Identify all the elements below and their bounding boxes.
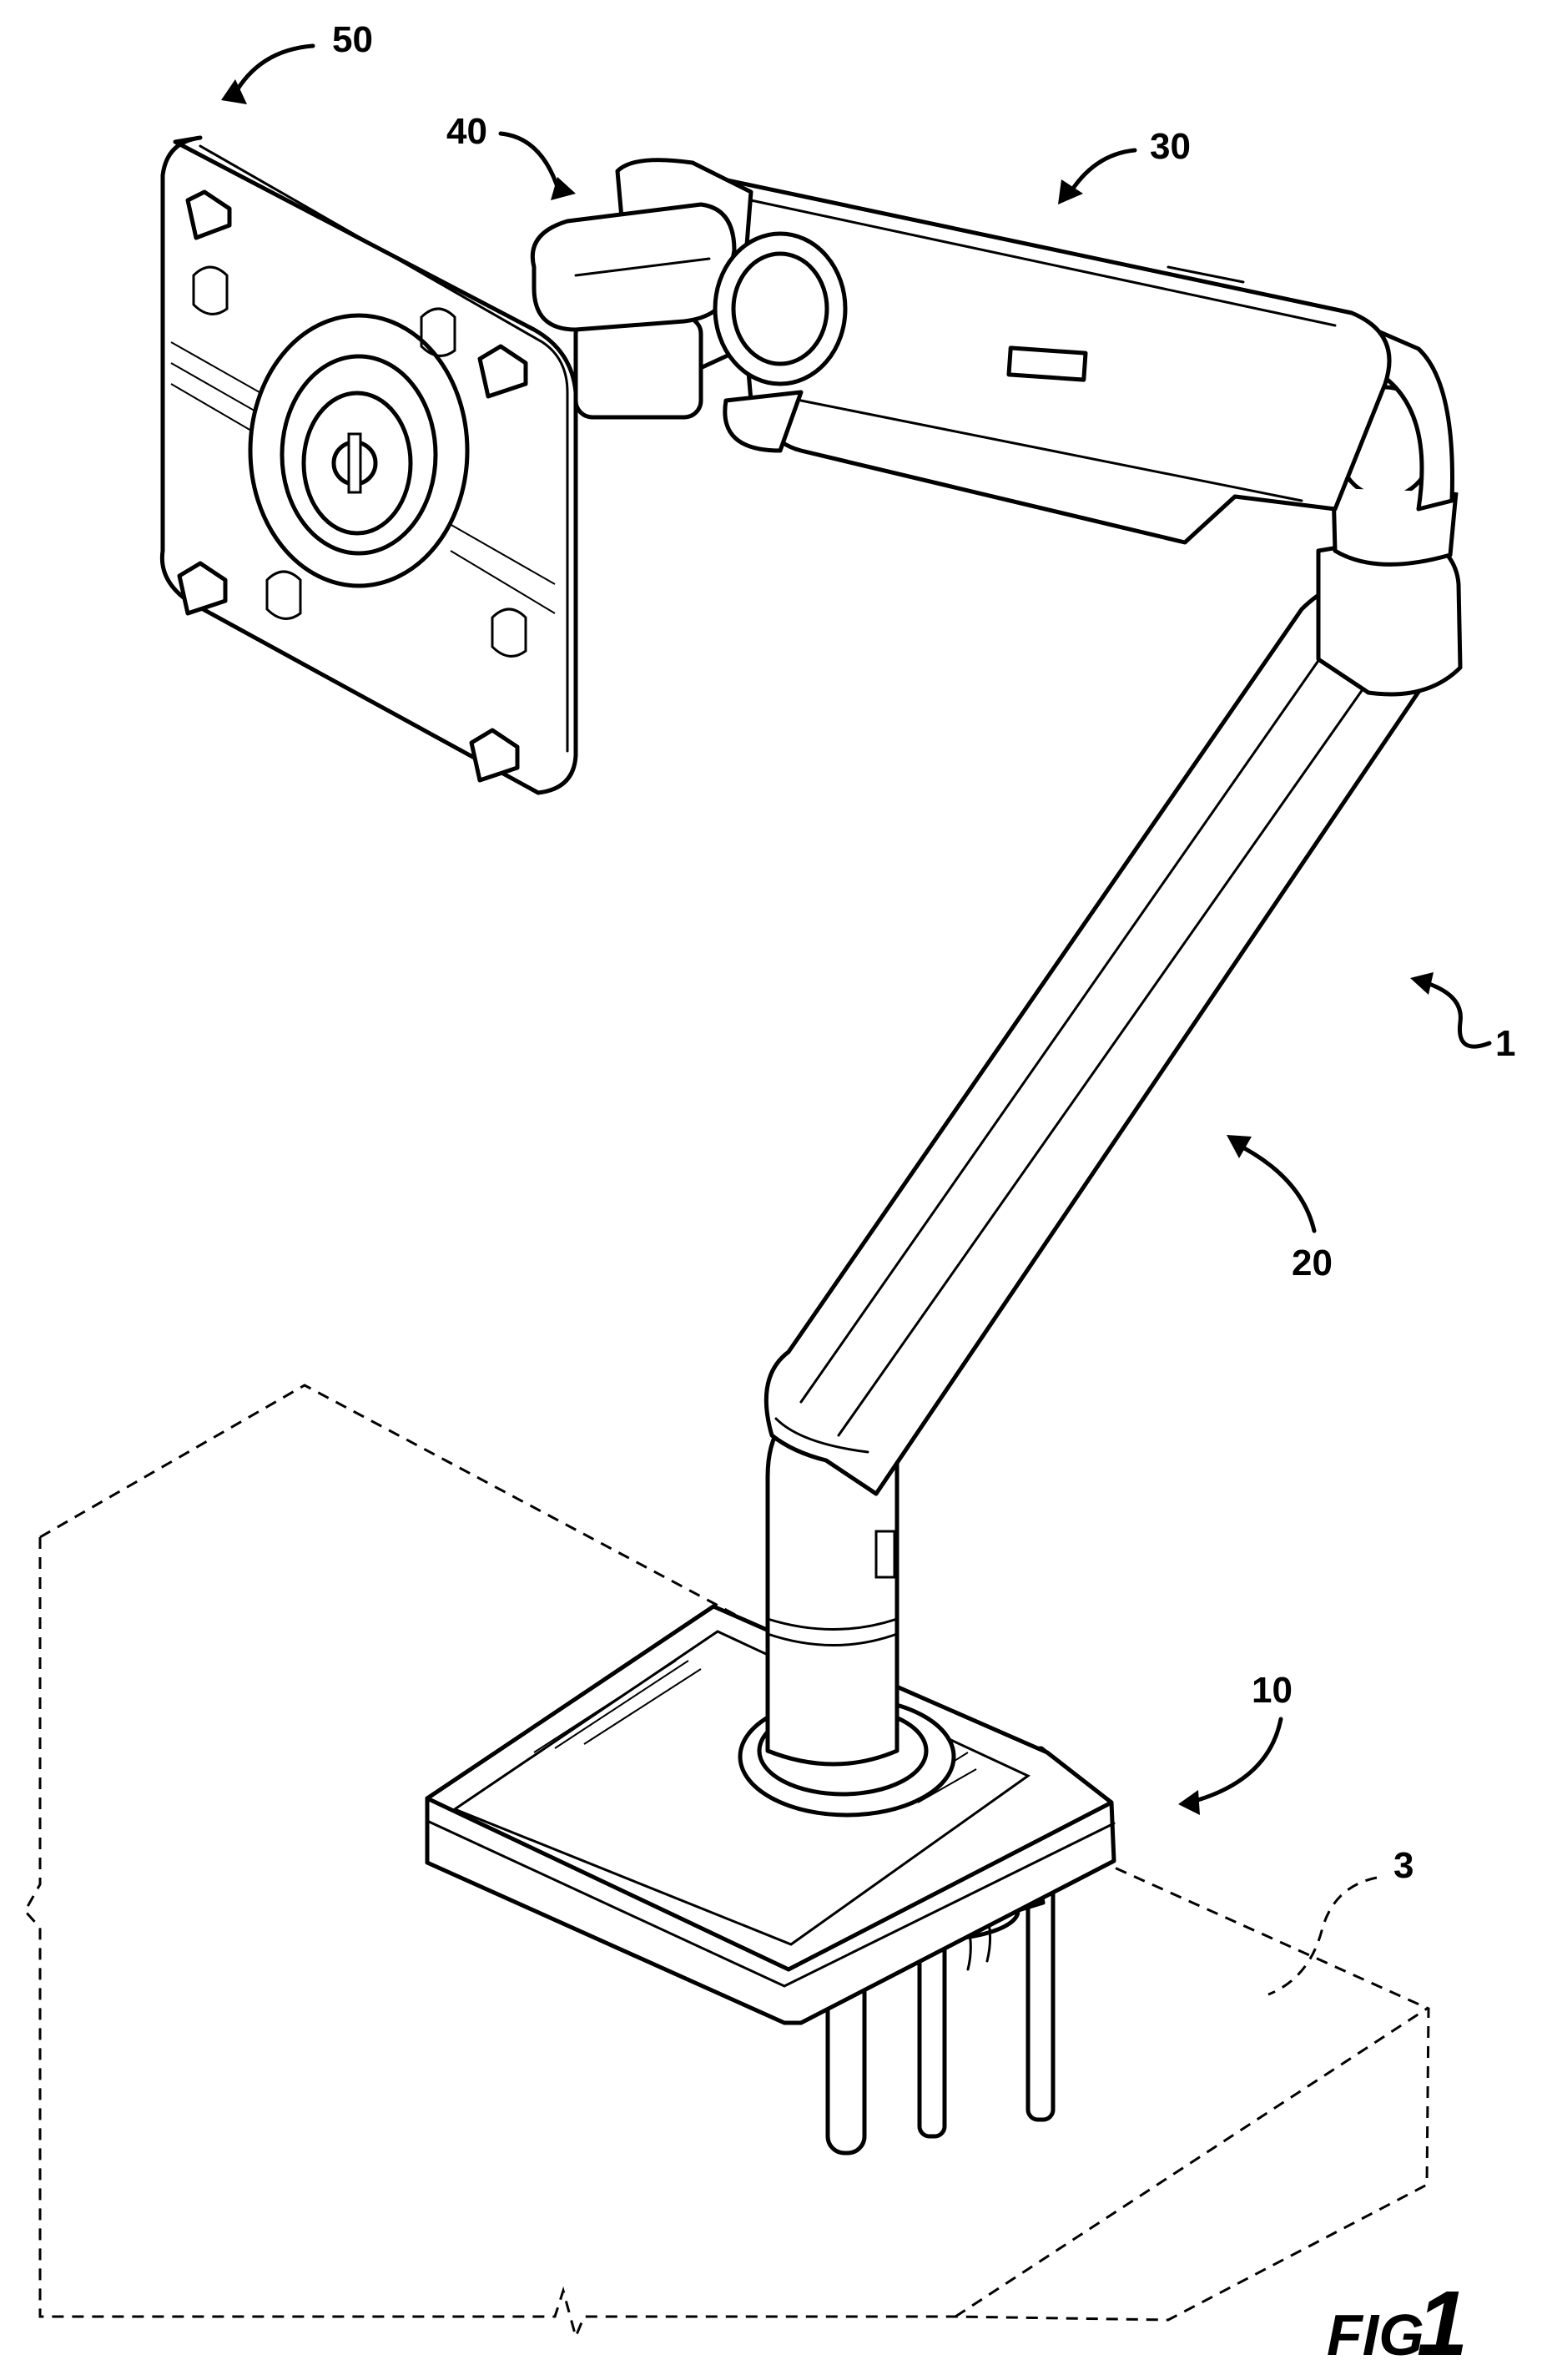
figure-caption-number: 1 bbox=[1417, 2272, 1468, 2375]
label-20: 20 bbox=[1292, 1243, 1333, 1283]
label-3: 3 bbox=[1393, 1845, 1414, 1886]
label-50: 50 bbox=[332, 19, 373, 60]
mount-plate bbox=[162, 138, 576, 793]
arrowhead-10 bbox=[1178, 1790, 1200, 1815]
arrowhead-1 bbox=[1410, 972, 1434, 995]
lower-arm bbox=[766, 567, 1452, 1764]
arrowhead-20 bbox=[1227, 1135, 1252, 1158]
label-30: 30 bbox=[1150, 126, 1191, 167]
label-40: 40 bbox=[446, 111, 487, 152]
label-10: 10 bbox=[1252, 1670, 1293, 1711]
label-1: 1 bbox=[1495, 1023, 1515, 1064]
